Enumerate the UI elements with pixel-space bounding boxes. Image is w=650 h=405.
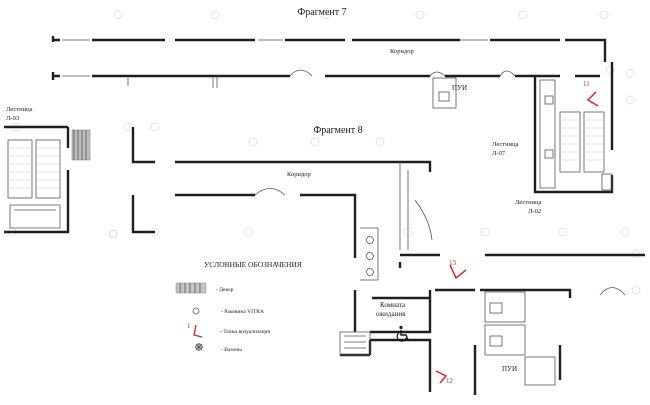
stairs-l03-block	[4, 125, 91, 234]
stairs-l07-label-line1: Лестница	[492, 141, 519, 148]
viewpoint-12: 12	[435, 370, 454, 385]
fragment8-pui-label: ПУИ	[502, 365, 517, 373]
viewpoint-13: 13	[449, 259, 467, 280]
legend-item-decor: - Декор	[216, 287, 234, 293]
fragment7-corridor-label: Коридор	[390, 48, 414, 55]
stairs-l02-label-line1: Лестница	[515, 199, 542, 206]
legend-item-sink: - Раковина VITRA	[221, 309, 264, 315]
sink-icon	[192, 307, 200, 315]
hatched-panel-icon	[175, 282, 207, 294]
stairs-l07-label-line2: Л-07	[492, 150, 506, 157]
waiting-room-label-line1: Комната	[380, 301, 406, 309]
fragment7-pui-label: ПУИ	[452, 84, 467, 92]
fragment8-corridor-label: Коридор	[287, 171, 311, 178]
viewpoint-11: 11	[583, 80, 599, 107]
fragment7-title: Фрагмент 7	[297, 7, 346, 18]
legend-title: УСЛОВНЫЕ ОБОЗНАЧЕНИЯ	[204, 260, 302, 269]
fixtures	[108, 229, 374, 276]
legend: УСЛОВНЫЕ ОБОЗНАЧЕНИЯ - Декор - Раковина …	[175, 260, 302, 353]
legend-viewpoint-marker: 1	[187, 322, 191, 330]
fragment8-walls	[131, 127, 645, 395]
vase-icon	[195, 343, 203, 351]
legend-item-viewpoints: - Точки визуализации	[220, 329, 270, 335]
legend-item-vases: - Вазоны	[221, 347, 242, 353]
stairs-l03-label-line1: Лестница	[6, 106, 33, 113]
fragment8-title: Фрагмент 8	[313, 125, 362, 136]
stairs-l02-label-line2: Л-02	[528, 208, 541, 215]
viewpoint-11-label: 11	[583, 80, 590, 88]
viewpoint-12-label: 12	[446, 377, 454, 385]
stairs-l03-label-line2: Л-03	[6, 115, 19, 122]
stairs-l07-block	[533, 62, 614, 194]
viewpoint-arrow-icon: 1	[187, 322, 203, 338]
fragment7-walls	[51, 36, 607, 109]
waiting-room-label-line2: ожидания	[376, 310, 406, 318]
wheelchair-icon	[396, 325, 409, 342]
viewpoint-13-label: 13	[449, 259, 457, 267]
